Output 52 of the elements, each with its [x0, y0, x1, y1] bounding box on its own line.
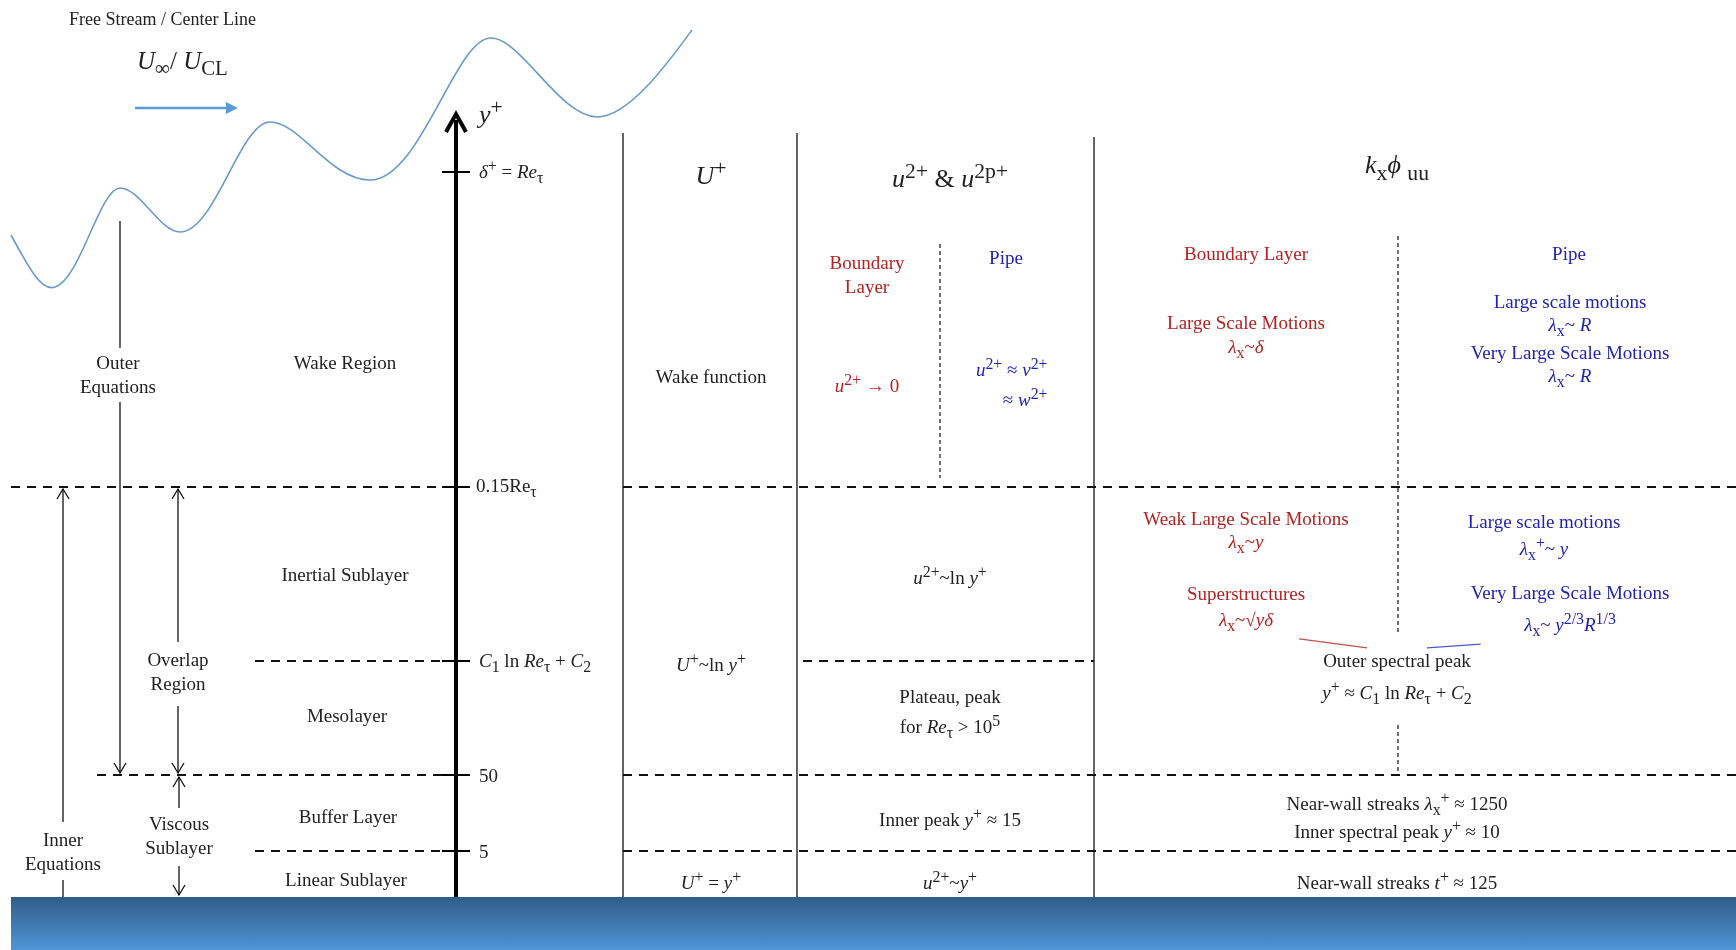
tick-label: 50 — [479, 764, 498, 788]
range-label: Outer Equations — [79, 351, 157, 399]
formula: λ$_{x}$~ y$^{2/3}$R$^{1/3}$ — [1523, 608, 1617, 642]
formula: λ$_{x}$~√yδ — [1217, 608, 1275, 636]
subcolumn-heading: Pipe — [1552, 242, 1586, 266]
formula: λ$_{x}$~δ — [1228, 335, 1264, 363]
formula: u$^{2+}$~y$^{+}$ — [923, 866, 977, 896]
tick-label: δ$^{+}$ = Re$_{τ}$ — [479, 155, 544, 189]
cell-text: Near-wall streaks t$^{+}$ ≈ 125 — [1296, 866, 1498, 896]
cell-text: Wake function — [655, 365, 767, 389]
region-label: Inertial Sublayer — [281, 563, 409, 587]
cell-text: Inner peak y$^{+}$ ≈ 15 — [879, 803, 1021, 833]
region-label: Linear Sublayer — [285, 868, 407, 892]
structure-label: Superstructures — [1186, 582, 1306, 607]
subcolumn-heading: Boundary Layer — [1184, 242, 1308, 266]
subcolumn-heading: Pipe — [989, 246, 1023, 270]
motion-label: Large scale motions — [1493, 290, 1647, 314]
subcolumn-heading: Boundary Layer — [828, 251, 906, 299]
tick-label: 0.15Re$_{τ}$ — [476, 474, 537, 502]
formula: u$^{2+}$~ln y$^{+}$ — [913, 561, 987, 591]
column-heading: k$_{x}$ϕ $_{uu}$ — [1365, 149, 1429, 187]
leader-line — [1298, 638, 1368, 649]
region-label: Buffer Layer — [298, 805, 398, 829]
motion-label: Large Scale Motions — [1167, 311, 1325, 335]
formula: y$^{+}$ ≈ C$_{1}$ ln Re$_{τ}$ + C$_{2}$ — [1322, 676, 1472, 710]
formula: U$^{+}$ = y$^{+}$ — [680, 866, 742, 896]
range-label: Viscous Sublayer — [144, 812, 214, 860]
column-heading: u$^{2+}$ & u$^{2p+}$ — [891, 157, 1009, 195]
formula: λ$_{x}$$^{+}$~ y — [1519, 532, 1569, 566]
formula: u$^{2+}$ → 0 — [834, 369, 900, 399]
tick-label: C$_{1}$ ln Re$_{τ}$ + C$_{2}$ — [479, 649, 592, 677]
formula: λ$_{x}$~ R — [1548, 364, 1592, 392]
range-label: Inner Equations — [24, 828, 102, 876]
formula: λ$_{x}$~y — [1228, 530, 1264, 558]
tick-label: 5 — [479, 840, 489, 864]
formula: U$^{+}$~ln y$^{+}$ — [676, 648, 746, 678]
motion-label: Large scale motions — [1467, 510, 1621, 534]
axis-label: y$^{+}$ — [479, 93, 503, 131]
caption-text: Free Stream / Center Line — [69, 7, 256, 31]
motion-label: Very Large Scale Motions — [1470, 341, 1670, 365]
column-heading: U$^{+}$ — [695, 154, 727, 192]
formula: λ$_{x}$~ R — [1548, 313, 1592, 341]
region-label: Mesolayer — [306, 704, 388, 728]
structure-label: Very Large Scale Motions — [1470, 580, 1670, 605]
range-label: Overlap Region — [146, 648, 210, 696]
formula: u$^{2+}$ ≈ v$^{2+}$ ≈ w$^{2+}$ — [974, 353, 1048, 413]
formula: U$_{∞}$/ U$_{CL}$ — [137, 45, 228, 82]
cell-text: Plateau, peak for Re$_{τ}$ > 10$^{5}$ — [898, 684, 1002, 744]
leader-line — [1426, 643, 1482, 649]
region-label: Wake Region — [293, 351, 397, 375]
structure-label: Outer spectral peak — [1322, 648, 1472, 673]
motion-label: Weak Large Scale Motions — [1143, 507, 1349, 531]
